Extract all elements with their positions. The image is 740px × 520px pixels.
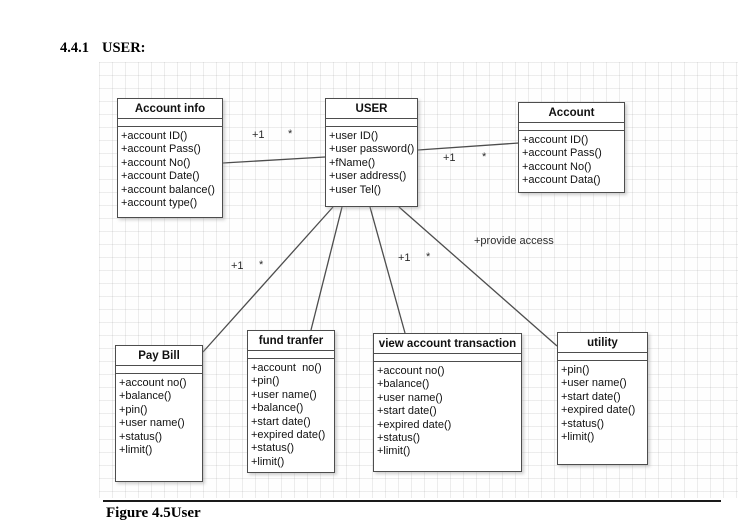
method-item: +account ID(): [121, 130, 188, 142]
multiplicity-label: *: [259, 259, 264, 271]
class-box-account-info: Account info +account ID()+account Pass(…: [117, 98, 223, 218]
method-item: +start date(): [377, 405, 437, 418]
method-item: +pin(): [119, 403, 148, 416]
method-item: +status(): [561, 417, 605, 430]
section-number: 4.4.1: [60, 40, 89, 56]
method-item: +account No(): [522, 160, 592, 173]
class-box-fund-tranfer: fund tranfer +account no()+pin()+user na…: [247, 330, 335, 473]
method-item: +limit(): [119, 444, 153, 457]
class-fields-compartment: [118, 119, 222, 127]
class-box-view-account-transaction: view account transaction +account no()+b…: [373, 333, 522, 472]
method-item: +pin(): [561, 364, 590, 376]
caption-divider: [103, 500, 721, 502]
class-box-account: Account +account ID()+account Pass()+acc…: [518, 102, 625, 193]
multiplicity-label: *: [482, 151, 487, 163]
method-item: +fName(): [329, 156, 376, 169]
method-item: +account no(): [251, 362, 322, 374]
method-item: +status(): [251, 442, 295, 455]
class-methods: +account ID()+account Pass()+account No(…: [118, 127, 222, 217]
multiplicity-label: +1: [252, 129, 265, 141]
multiplicity-label: *: [288, 128, 293, 140]
method-item: +balance(): [377, 378, 430, 391]
class-title: Account: [519, 103, 624, 123]
class-title: fund tranfer: [248, 331, 334, 351]
method-item: +user password(): [329, 143, 415, 156]
method-item: +limit(): [377, 445, 411, 458]
class-title: view account transaction: [374, 334, 521, 354]
multiplicity-label: +1: [398, 252, 411, 264]
class-fields-compartment: [326, 119, 417, 127]
method-item: +account Data(): [522, 174, 601, 187]
method-item: +account Pass(): [522, 147, 602, 160]
method-item: +account no(): [377, 365, 445, 377]
class-methods: +pin()+user name()+start date()+expired …: [558, 361, 647, 464]
method-item: +user Tel(): [329, 183, 382, 196]
method-item: +account Pass(): [121, 143, 201, 156]
multiplicity-label: *: [426, 251, 431, 263]
method-item: +status(): [119, 430, 163, 443]
method-item: +account balance(): [121, 183, 215, 196]
method-item: +pin(): [251, 375, 280, 388]
method-item: +start date(): [561, 390, 621, 403]
class-fields-compartment: [558, 353, 647, 361]
class-title: utility: [558, 333, 647, 353]
method-item: +account no(): [119, 377, 187, 389]
class-box-utility: utility +pin()+user name()+start date()+…: [557, 332, 648, 465]
method-item: +account Date(): [121, 170, 200, 183]
method-item: +user name(): [251, 388, 317, 401]
association-label: +provide access: [474, 235, 554, 247]
method-item: +account type(): [121, 197, 198, 210]
method-item: +limit(): [251, 455, 285, 468]
method-item: +expired date(): [377, 418, 452, 431]
class-title: Account info: [118, 99, 222, 119]
class-methods: +account no()+balance()+pin()+user name(…: [116, 374, 202, 481]
class-fields-compartment: [248, 351, 334, 359]
figure-caption: Figure 4.5User: [106, 505, 201, 520]
method-item: +expired date(): [251, 429, 326, 442]
method-item: +user name(): [119, 417, 185, 430]
section-title: USER:: [102, 40, 146, 56]
method-item: +user name(): [377, 391, 443, 404]
class-fields-compartment: [519, 123, 624, 131]
multiplicity-label: +1: [231, 260, 244, 272]
method-item: +limit(): [561, 431, 595, 444]
method-item: +user name(): [561, 377, 627, 390]
class-box-user: USER +user ID()+user password()+fName()+…: [325, 98, 418, 207]
class-methods: +account no()+balance()+user name()+star…: [374, 362, 521, 471]
multiplicity-label: +1: [443, 152, 456, 164]
class-box-pay-bill: Pay Bill +account no()+balance()+pin()+u…: [115, 345, 203, 482]
method-item: +status(): [377, 432, 421, 445]
method-item: +expired date(): [561, 404, 636, 417]
class-methods: +user ID()+user password()+fName()+user …: [326, 127, 417, 206]
class-fields-compartment: [374, 354, 521, 362]
method-item: +user address(): [329, 170, 407, 183]
method-item: +start date(): [251, 415, 311, 428]
class-fields-compartment: [116, 366, 202, 374]
class-title: USER: [326, 99, 417, 119]
section-heading: 4.4.1 USER:: [60, 40, 146, 57]
class-methods: +account no()+pin()+user name()+balance(…: [248, 359, 334, 472]
method-item: +account No(): [121, 156, 191, 169]
method-item: +balance(): [251, 402, 304, 415]
method-item: +account ID(): [522, 134, 589, 146]
method-item: +balance(): [119, 390, 172, 403]
class-title: Pay Bill: [116, 346, 202, 366]
method-item: +user ID(): [329, 130, 379, 142]
class-methods: +account ID()+account Pass()+account No(…: [519, 131, 624, 192]
